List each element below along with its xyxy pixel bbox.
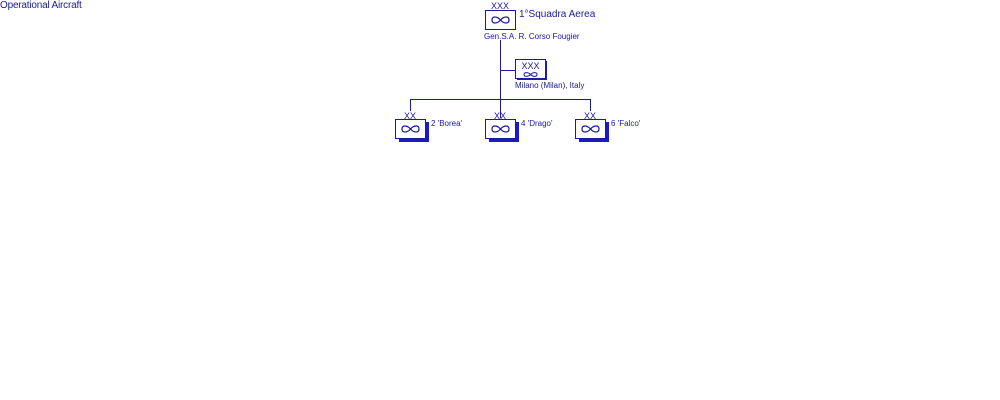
division-drago[interactable]: XX 4 'Drago'	[485, 111, 553, 142]
division-echelon: XX	[494, 111, 506, 121]
hq-commander: Gen.S.A. R. Corso Fougier	[484, 32, 580, 41]
hq-unit[interactable]: XXX 1°Squadra Aerea Gen.S.A. R. Corso Fo…	[484, 1, 596, 41]
division-echelon: XX	[584, 111, 596, 121]
division-borea[interactable]: XX 2 'Borea'	[395, 111, 463, 142]
division-falco[interactable]: XX 6 'Falco'	[575, 111, 641, 142]
division-name: 4 'Drago'	[521, 119, 553, 128]
detachment-echelon: XXX	[521, 61, 539, 71]
hq-echelon: XXX	[491, 1, 509, 11]
division-name: 6 'Falco'	[611, 119, 641, 128]
air-force-infinity-icon	[491, 125, 510, 133]
connector-lines	[410, 40, 591, 118]
detachment-box	[515, 59, 546, 79]
air-force-infinity-icon	[401, 125, 420, 133]
division-echelon: XX	[404, 111, 416, 121]
air-force-infinity-icon	[581, 125, 600, 133]
air-force-infinity-icon	[523, 72, 538, 77]
division-name: 2 'Borea'	[431, 119, 463, 128]
hq-detachment-unit[interactable]: XXX Milano (Milan), Italy	[515, 59, 584, 91]
air-force-infinity-icon	[491, 16, 510, 24]
detachment-location: Milano (Milan), Italy	[515, 81, 584, 90]
operational-aircraft-link[interactable]: Operational Aircraft	[0, 0, 82, 11]
hq-name: 1°Squadra Aerea	[519, 9, 596, 20]
